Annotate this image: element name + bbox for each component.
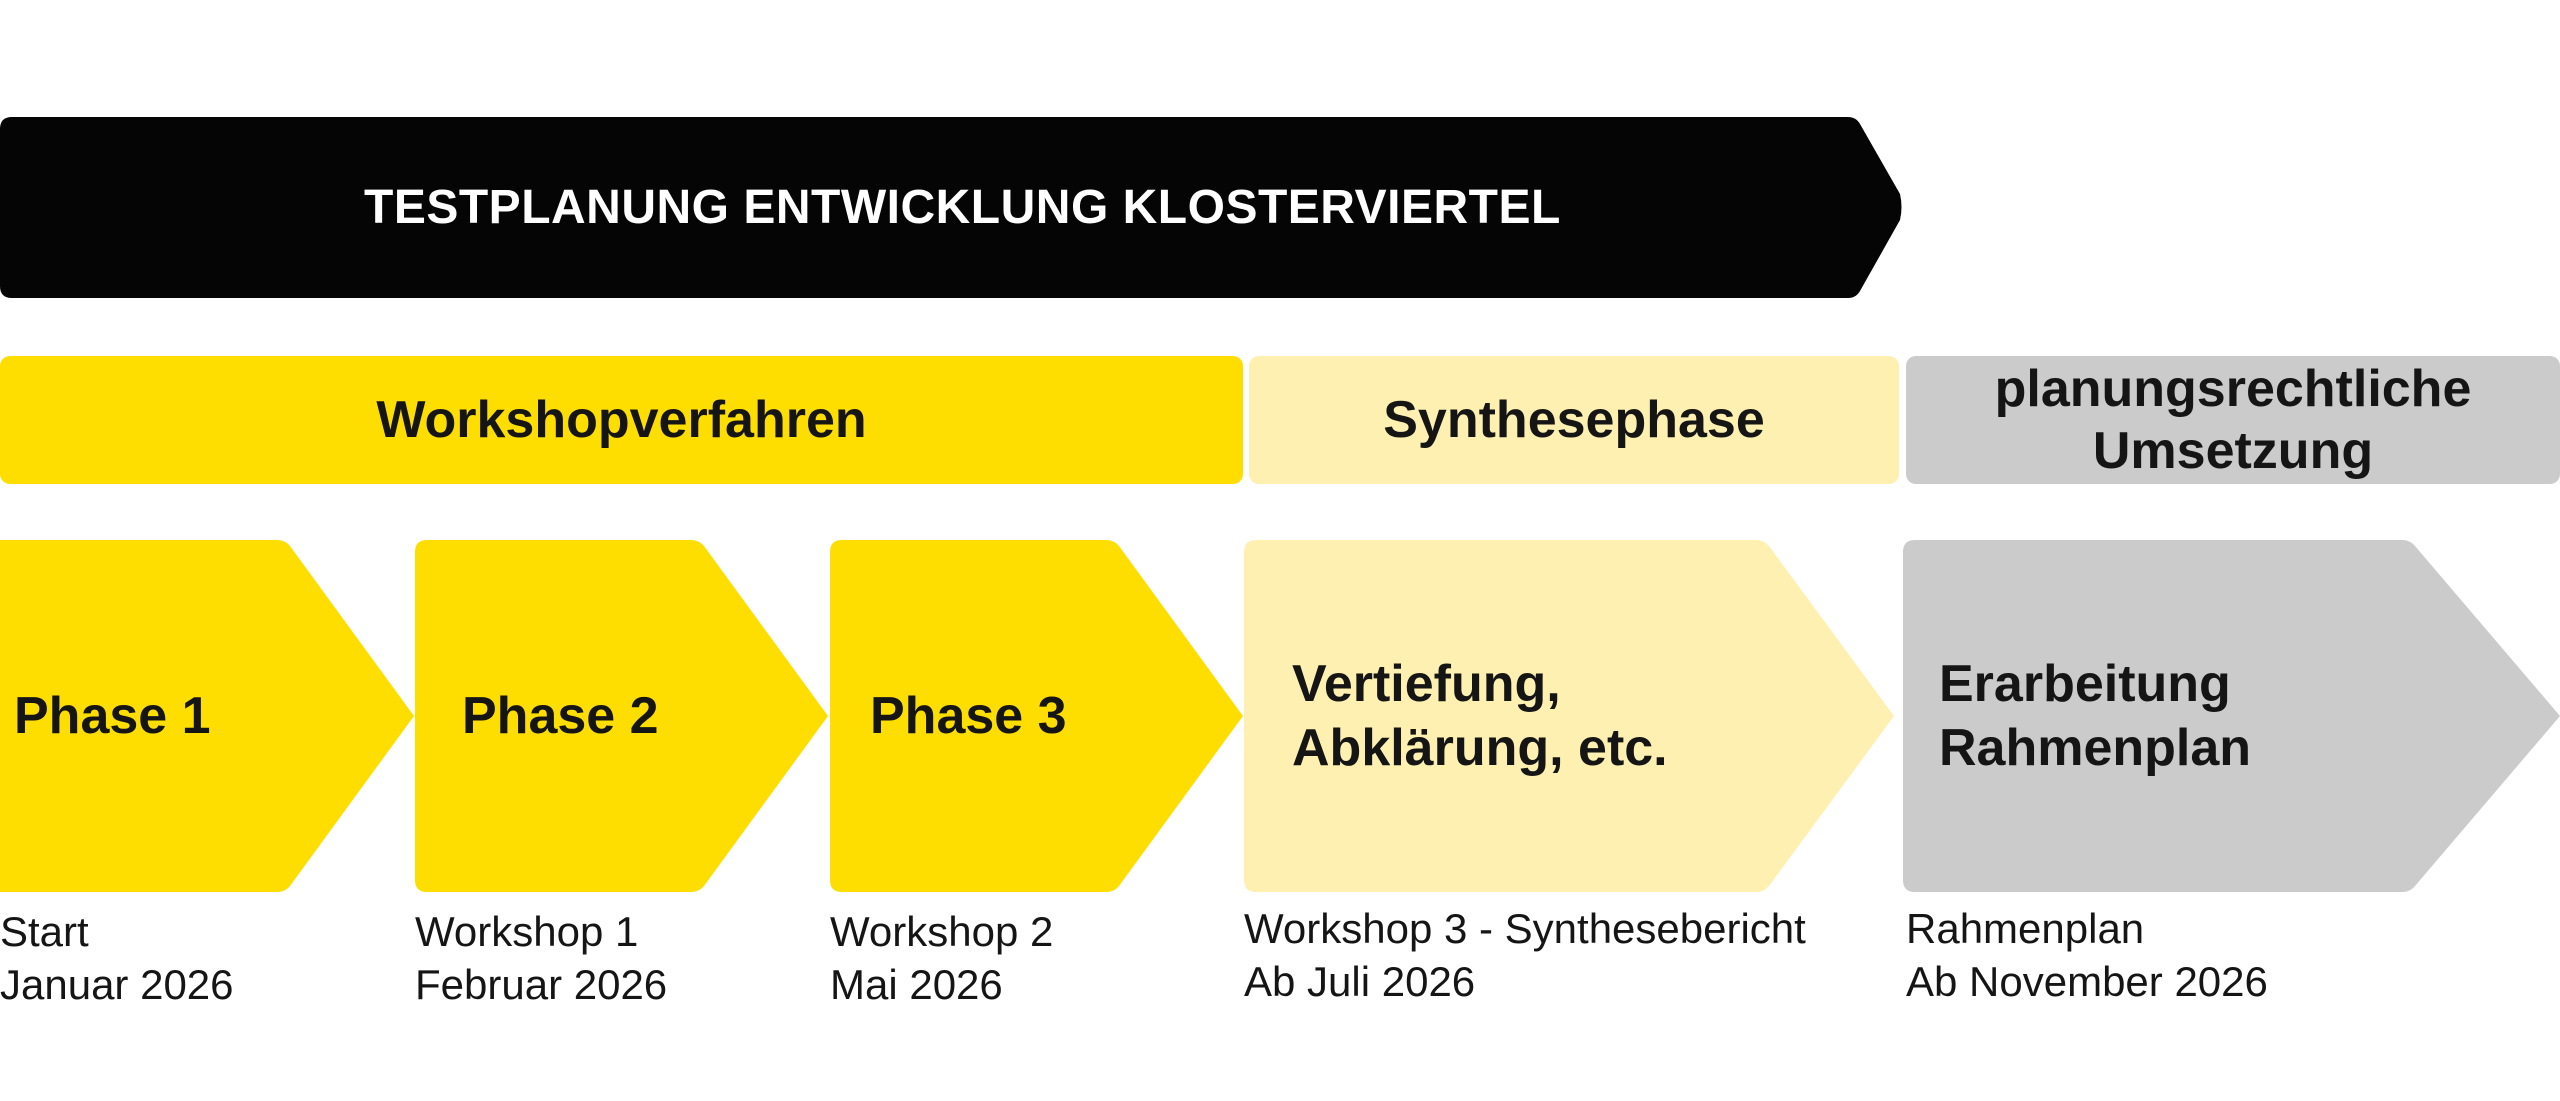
- phase-bar-synthesephase: Synthesephase: [1249, 356, 1899, 484]
- caption-start-title: Start: [0, 908, 89, 955]
- caption-workshop-2-title: Workshop 2: [830, 908, 1054, 955]
- caption-workshop-1-date: Februar 2026: [415, 961, 668, 1008]
- chevron-phase-1: [0, 540, 414, 892]
- caption-rahmenplan-title: Rahmenplan: [1906, 905, 2145, 952]
- phase-bar-umsetzung: planungsrechtliche Umsetzung: [1906, 356, 2560, 484]
- chevron-vertiefung: [1244, 540, 1894, 892]
- caption-rahmenplan: Rahmenplan Ab November 2026: [1906, 902, 2268, 1008]
- phase-bar-workshopverfahren: Workshopverfahren: [0, 356, 1243, 484]
- banner-title: TESTPLANUNG ENTWICKLUNG KLOSTERVIERTEL: [364, 181, 1561, 234]
- chevron-vertiefung-label: Vertiefung, Abklärung, etc.: [1292, 655, 1668, 777]
- chevron-phase-3: [830, 540, 1243, 892]
- chevron-phase-2: [415, 540, 828, 892]
- caption-workshop-3: Workshop 3 - Synthesebericht Ab Juli 202…: [1244, 902, 1806, 1008]
- caption-start: Start Januar 2026: [0, 905, 234, 1011]
- chevron-phase-2-label: Phase 2: [462, 687, 659, 745]
- caption-workshop-2-date: Mai 2026: [830, 961, 1003, 1008]
- caption-workshop-2: Workshop 2 Mai 2026: [830, 905, 1053, 1011]
- chevron-phase-1-label: Phase 1: [14, 687, 211, 745]
- caption-rahmenplan-date: Ab November 2026: [1906, 958, 2268, 1005]
- chevron-rahmenplan: [1903, 540, 2560, 892]
- chevron-rahmenplan-label: Erarbeitung Rahmenplan: [1939, 655, 2252, 777]
- caption-workshop-3-title: Workshop 3 - Synthesebericht: [1244, 905, 1806, 952]
- caption-start-date: Januar 2026: [0, 961, 234, 1008]
- title-banner: [0, 117, 1902, 298]
- caption-workshop-3-date: Ab Juli 2026: [1244, 958, 1476, 1005]
- title-banner-arrow: [0, 117, 1902, 298]
- caption-workshop-1-title: Workshop 1: [415, 908, 639, 955]
- caption-workshop-1: Workshop 1 Februar 2026: [415, 905, 667, 1011]
- chevron-phase-3-label: Phase 3: [870, 687, 1067, 745]
- chevron-row: [0, 540, 2560, 892]
